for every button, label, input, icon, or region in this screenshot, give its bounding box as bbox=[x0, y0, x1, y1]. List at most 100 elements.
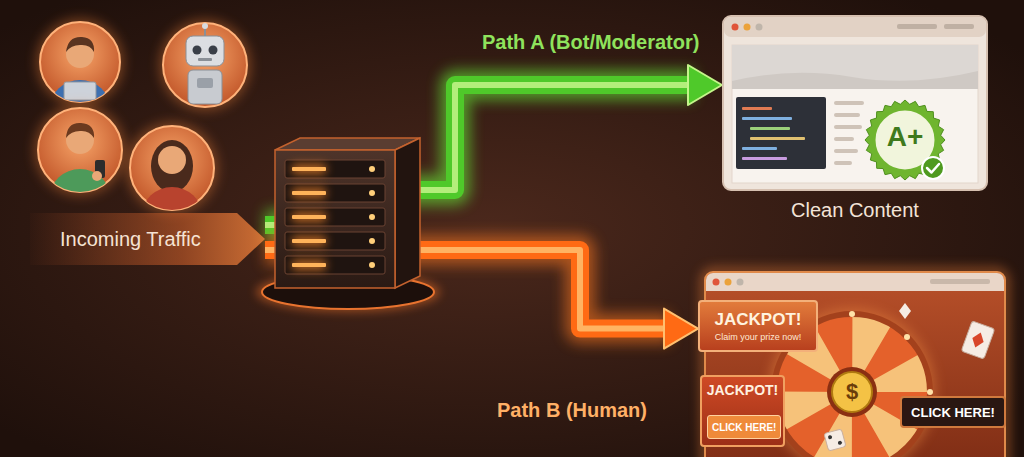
code-line bbox=[750, 137, 805, 140]
bay-light-glow bbox=[292, 212, 326, 222]
avatar-circle bbox=[40, 22, 120, 102]
die-pip bbox=[837, 440, 842, 445]
status-led bbox=[369, 262, 375, 268]
browser-window: Clean Content A+ bbox=[722, 15, 988, 222]
code-line bbox=[742, 157, 787, 160]
robot-eye bbox=[193, 46, 202, 55]
bay-light bbox=[292, 215, 326, 219]
wheel-sectors bbox=[814, 354, 890, 430]
playing-card bbox=[824, 429, 846, 451]
button-text: CLICK HERE! bbox=[911, 405, 995, 420]
avatar-glow bbox=[36, 18, 124, 106]
bay-light bbox=[292, 263, 326, 267]
bot-avatar bbox=[159, 19, 251, 111]
drive-bay bbox=[285, 208, 385, 226]
person-head bbox=[158, 146, 186, 174]
drive-bay bbox=[285, 184, 385, 202]
robot-mouth bbox=[198, 58, 212, 61]
grade-badge: A+ bbox=[863, 98, 947, 182]
person-hair bbox=[66, 37, 94, 52]
robot-head bbox=[186, 36, 224, 66]
arrow-head bbox=[664, 309, 698, 349]
window-dot bbox=[737, 279, 744, 286]
window-caption: Clean Content bbox=[791, 199, 919, 222]
window-dot bbox=[756, 24, 763, 31]
robot-eye bbox=[209, 46, 218, 55]
diamond-symbol bbox=[899, 303, 911, 319]
window-dot bbox=[725, 279, 732, 286]
bay-light-glow bbox=[292, 188, 326, 198]
playing-card bbox=[961, 321, 994, 359]
status-led bbox=[369, 214, 375, 220]
die bbox=[824, 429, 846, 451]
die-pip bbox=[828, 435, 833, 440]
badge-text: A+ bbox=[887, 121, 924, 153]
server-side bbox=[395, 138, 420, 288]
arrow-head bbox=[688, 65, 722, 105]
status-led bbox=[369, 190, 375, 196]
code-line bbox=[742, 107, 772, 110]
person-hair bbox=[151, 140, 193, 192]
flow-arrow bbox=[265, 65, 722, 225]
header-wave bbox=[732, 71, 978, 89]
wheel-bulb bbox=[849, 311, 855, 317]
banner-text: Claim your prize now! bbox=[715, 332, 802, 342]
wheel-bulb bbox=[927, 389, 933, 395]
window-frame bbox=[723, 16, 987, 190]
titlebar-bar bbox=[930, 279, 990, 284]
text-line bbox=[834, 125, 862, 129]
window-dot bbox=[732, 24, 739, 31]
person-figure bbox=[50, 123, 110, 225]
text-line bbox=[834, 113, 860, 117]
text-line bbox=[834, 101, 864, 105]
window-dot bbox=[713, 279, 720, 286]
jackpot-box: JACKPOT! CLICK HERE! bbox=[700, 375, 785, 447]
badge-seal bbox=[865, 100, 945, 180]
window-titlebar bbox=[724, 17, 986, 37]
status-led bbox=[369, 166, 375, 172]
drive-bay bbox=[285, 256, 385, 274]
banner-heading: JACKPOT! bbox=[715, 310, 802, 330]
content-panel bbox=[732, 45, 978, 183]
card-suit bbox=[970, 330, 987, 349]
path-label: Path B (Human) bbox=[497, 399, 647, 422]
cta-button: CLICK HERE! bbox=[900, 396, 1006, 428]
robot-antenna-tip bbox=[202, 23, 208, 29]
avatar-glow bbox=[159, 19, 251, 111]
bay-light bbox=[292, 239, 326, 243]
bay-light-glow bbox=[292, 260, 326, 270]
person-hand bbox=[92, 171, 102, 181]
box-heading: JACKPOT! bbox=[702, 382, 783, 398]
bay-light-glow bbox=[292, 164, 326, 174]
drive-bay bbox=[285, 160, 385, 178]
traffic-band: Incoming Traffic bbox=[30, 213, 265, 265]
coin bbox=[832, 372, 872, 412]
text-line bbox=[834, 137, 854, 141]
window-illustration bbox=[722, 15, 988, 191]
robot-chest-panel bbox=[197, 78, 213, 88]
drive-bay bbox=[285, 232, 385, 250]
check-circle bbox=[922, 157, 944, 179]
coin-symbol: $ bbox=[834, 378, 870, 406]
check-mark bbox=[927, 164, 939, 173]
server-front bbox=[275, 150, 395, 288]
bay-light bbox=[292, 167, 326, 171]
path-label: Path A (Bot/Moderator) bbox=[482, 31, 699, 54]
titlebar-bar bbox=[944, 24, 974, 29]
person-hair bbox=[66, 123, 94, 138]
jackpot-banner: JACKPOT! Claim your prize now! bbox=[698, 300, 818, 352]
user-avatar bbox=[34, 104, 126, 225]
server-bays bbox=[285, 160, 385, 274]
robot-body bbox=[188, 70, 222, 104]
button-text: CLICK HERE! bbox=[712, 422, 776, 433]
wheel-hub bbox=[827, 367, 877, 417]
robot-figure bbox=[186, 23, 224, 104]
band-label: Incoming Traffic bbox=[60, 228, 201, 251]
bay-light-glow bbox=[292, 236, 326, 246]
card-face bbox=[961, 321, 994, 359]
code-line bbox=[742, 117, 792, 120]
titlebar-bar bbox=[897, 24, 937, 29]
laptop bbox=[64, 82, 96, 100]
text-line bbox=[834, 161, 852, 165]
